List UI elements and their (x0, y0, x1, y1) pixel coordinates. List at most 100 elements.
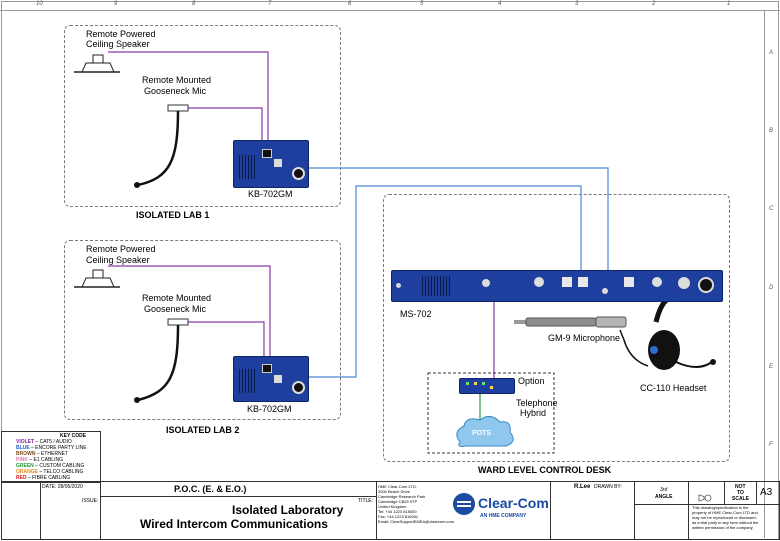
poc-label: P.O.C. (E. & E.O.) (174, 484, 247, 494)
sheet-size: A3 (760, 487, 773, 498)
ruler-mark: 8 (192, 1, 196, 7)
speaker1-label-line1: Remote Powered (86, 29, 156, 39)
ruler-mark: 4 (498, 1, 502, 7)
date-label: DATE: 28/05/2020 (42, 484, 83, 490)
key-color-name: BROWN (16, 451, 36, 457)
kb702gm-1-panel (233, 140, 309, 188)
option-label: Option (518, 376, 545, 386)
notice-line: as a trial party in any form without the (692, 520, 759, 525)
key-color-name: BLUE (16, 445, 30, 451)
key-row: BROWN – ETHERNET (16, 452, 68, 457)
ruler-mark: A (769, 50, 774, 56)
key-row: GREEN – CUSTOM CABLING (16, 464, 84, 469)
display-icon (624, 277, 634, 287)
display-icon (262, 364, 272, 373)
address-line: Tel: +44 1223 815000 (378, 509, 417, 514)
ruler-mark: 6 (348, 1, 352, 7)
mic2-label-line2: Gooseneck Mic (144, 304, 207, 314)
knob-icon (482, 279, 490, 287)
lab2-zone (64, 240, 341, 420)
ruler-mark: C (769, 206, 774, 212)
speaker-grille-icon (422, 276, 450, 296)
mic1-label-line1: Remote Mounted (142, 75, 212, 85)
kb702gm-2-label: KB-702GM (247, 404, 292, 414)
ruler-mark: 1 (727, 1, 731, 7)
drawn-by-name: R.Lee (574, 484, 591, 490)
address-line: Cambridge CB25 9TP (378, 499, 418, 504)
violet-cable-mic2 (188, 321, 265, 356)
key-description: – ETHERNET (35, 451, 68, 457)
knob-icon (652, 277, 662, 287)
brand-subtitle: AN HME COMPANY (480, 513, 527, 519)
ceiling-speaker-1-icon (74, 54, 120, 73)
cc110-label: CC-110 Headset (640, 383, 707, 393)
key-row: PINK – E1 CABLING (16, 458, 63, 463)
ruler-mark: 5 (420, 1, 424, 7)
ruler-mark: 3 (575, 1, 579, 7)
scale-line3: SCALE (732, 496, 749, 502)
key-row: BLUE – ENCORE PARTY LINE (16, 446, 87, 451)
knob-icon (534, 277, 544, 287)
clearcom-logo: Clear-Com AN HME COMPANY (452, 488, 549, 530)
display-icon (562, 277, 572, 287)
jack-icon (678, 277, 690, 289)
scale-line2: TO (737, 490, 744, 496)
ceiling-speaker-2-icon (74, 269, 120, 288)
notice-line: written permission of the company (692, 525, 753, 530)
speaker-grille-icon (239, 155, 257, 179)
key-color-name: ORANGE (16, 469, 38, 475)
mic2-label-line1: Remote Mounted (142, 293, 212, 303)
desk-zone (383, 194, 730, 462)
ruler-mark: D (769, 285, 774, 291)
ruler-mark: E (769, 364, 774, 370)
kb702gm-1-label: KB-702GM (248, 189, 293, 199)
angle-line1: 3rd (660, 487, 668, 493)
kb702gm-2-panel (233, 356, 309, 402)
key-color-name: VIOLET (16, 439, 35, 445)
hybrid-label-line1: Telephone (516, 398, 558, 408)
key-row: RED – FIBRE CABLING (16, 476, 70, 481)
lab2-label: ISOLATED LAB 2 (166, 425, 240, 435)
address-line: United Kingdom (378, 504, 407, 509)
gm9-microphone-icon (514, 316, 627, 328)
mic1-label-line2: Gooseneck Mic (144, 86, 207, 96)
gooseneck-mic-1-icon (134, 104, 189, 188)
desk-label: WARD LEVEL CONTROL DESK (478, 465, 612, 475)
ruler-mark: B (769, 128, 774, 134)
notice-line: This drawing/specification is the (692, 505, 749, 510)
violet-cable-speaker2 (108, 265, 271, 356)
key-button-icon (274, 159, 282, 167)
key-row: VIOLET – CAT5 / AUDIO (16, 440, 72, 445)
lab1-label: ISOLATED LAB 1 (136, 210, 210, 220)
drawn-by-label: DRAWN BY: (594, 484, 622, 490)
jack-icon (698, 277, 714, 293)
speaker2-label-line1: Remote Powered (86, 244, 156, 254)
key-description: – ENCORE PARTY LINE (29, 445, 87, 451)
pots-cloud-icon (456, 416, 514, 447)
issue-label: ISSUE: (82, 498, 99, 504)
title-label: TITLE: (358, 498, 374, 504)
hybrid-label-line2: Hybrid (520, 408, 547, 418)
pots-label: POTS (472, 430, 492, 437)
clearcom-emblem-icon (453, 493, 475, 515)
address-line: Email: ClearSupportEMEA@clearcom.com (378, 519, 455, 524)
key-row: ORANGE – TELCO CABLING (16, 470, 83, 475)
key-color-name: RED (16, 475, 27, 481)
key-description: – CUSTOM CABLING (33, 463, 85, 469)
led-icon (466, 382, 469, 385)
jack-icon (292, 381, 305, 394)
ruler-mark: 9 (114, 1, 118, 7)
ruler-mark: F (769, 442, 773, 448)
option-box (427, 372, 555, 454)
key-color-name: GREEN (16, 463, 34, 469)
address-line: Cambridge Research Park (378, 494, 426, 499)
violet-cable-mic1 (188, 107, 263, 140)
display-icon (578, 277, 588, 287)
ruler-mark: 10 (36, 1, 43, 7)
led-icon (490, 386, 493, 389)
led-icon (474, 382, 477, 385)
top-ruler: 10 9 8 7 6 5 4 3 2 1 (0, 0, 780, 11)
ruler-mark: 7 (268, 1, 272, 7)
